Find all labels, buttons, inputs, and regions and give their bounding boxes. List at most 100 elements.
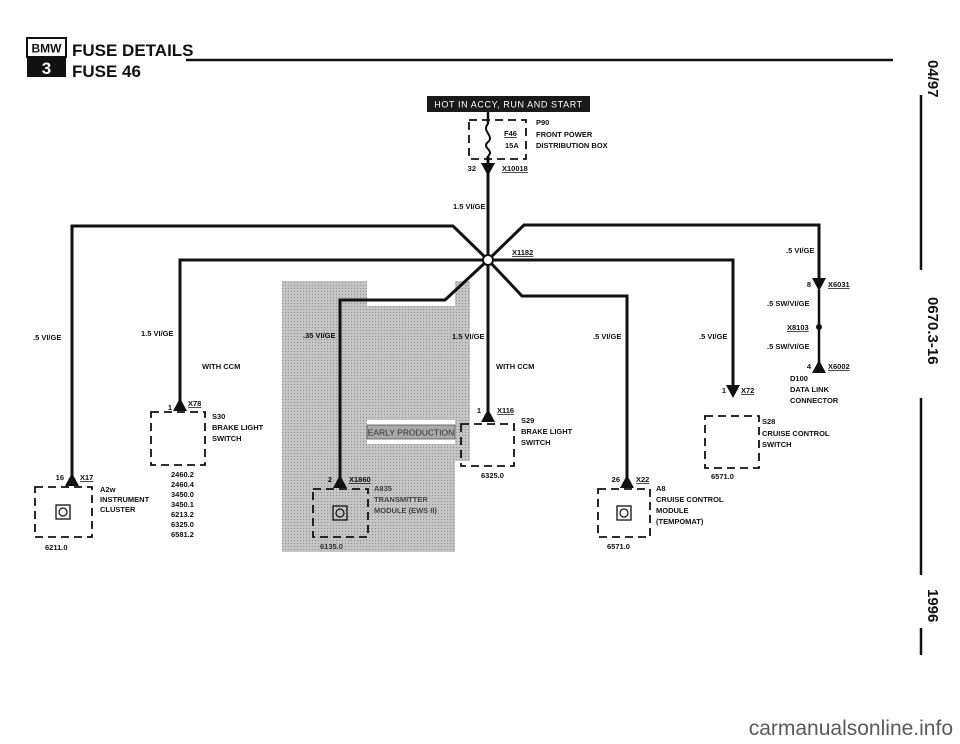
s28-ref: S28 — [762, 417, 775, 426]
wire-s29-label: 1.5 VI/GE — [452, 332, 485, 341]
a2w-connector: X17 — [80, 473, 93, 482]
fuse-f46: F46 15A P90 FRONT POWER DISTRIBUTION BOX… — [468, 112, 608, 176]
wire-main-label: 1.5 VI/GE — [453, 202, 486, 211]
component-a2w: 16 X17 A2w INSTRUMENT CLUSTER 6211.0 — [34, 473, 150, 552]
a8-name-1: CRUISE CONTROL — [656, 495, 724, 504]
fuse-connector: X10018 — [502, 164, 528, 173]
s28-name-1: CRUISE CONTROL — [762, 429, 830, 438]
fuse-rating: 15A — [505, 141, 519, 150]
s28-connector: X72 — [741, 386, 754, 395]
ground-icon — [616, 505, 632, 521]
splice-label: X1182 — [512, 248, 533, 257]
power-bar — [427, 96, 590, 112]
ews-name-1: TRANSMITTER — [374, 495, 428, 504]
a2w-name-2: CLUSTER — [100, 505, 136, 514]
x8103-connector: X8103 — [787, 323, 809, 332]
wire-ews-label: .35 VI/GE — [303, 331, 336, 340]
x6031-pin: 8 — [807, 280, 811, 289]
splice-x1182 — [482, 254, 494, 266]
s29-note: WITH CCM — [496, 362, 534, 371]
s30-connector: X78 — [188, 399, 201, 408]
s30-page-ref: 2460.2 — [171, 470, 194, 479]
s28-name-2: SWITCH — [762, 440, 792, 449]
component-ews: EARLY PRODUCTION 2 X1860 A835 TRANSMITTE… — [312, 424, 456, 551]
s30-page-ref: 6581.2 — [171, 530, 194, 539]
a8-ref: A8 — [656, 484, 666, 493]
power-bar-label: HOT IN ACCY, RUN AND START — [434, 100, 582, 110]
bmw-3-logo: BMW 3 — [26, 37, 67, 78]
logo-series-digit: 3 — [42, 59, 51, 78]
page-title: FUSE DETAILS — [72, 41, 194, 60]
d100-name-1: DATA LINK — [790, 385, 830, 394]
side-strip: 04/97 0670.3-16 1996 — [919, 60, 941, 655]
s30-name-1: BRAKE LIGHT — [212, 423, 264, 432]
s30-name-2: SWITCH — [212, 434, 242, 443]
x6031-connector: X6031 — [828, 280, 850, 289]
s30-page-ref: 6213.2 — [171, 510, 194, 519]
wire-s28-label: .5 VI/GE — [699, 332, 727, 341]
fuse-pin: 32 — [468, 164, 476, 173]
s30-page-ref: 2460.4 — [171, 480, 195, 489]
a2w-page: 6211.0 — [45, 543, 68, 552]
wire-sw2-label: .5 SW/VI/GE — [767, 342, 810, 351]
wire-a8-label: .5 VI/GE — [593, 332, 621, 341]
a2w-name-1: INSTRUMENT — [100, 495, 150, 504]
logo-text: BMW — [32, 42, 63, 56]
s29-name-1: BRAKE LIGHT — [521, 427, 573, 436]
s28-page: 6571.0 — [711, 472, 734, 481]
s30-note: WITH CCM — [202, 362, 240, 371]
page-subtitle: FUSE 46 — [72, 62, 141, 81]
s29-name-2: SWITCH — [521, 438, 551, 447]
x6002-connector: X6002 — [828, 362, 850, 371]
a8-pin: 26 — [612, 475, 620, 484]
ews-name-2: MODULE (EWS II) — [374, 506, 437, 515]
s29-page: 6325.0 — [481, 471, 504, 480]
fuse-box-ref: P90 — [536, 118, 549, 127]
wire-harness — [70, 156, 821, 484]
component-d100: 8 X6031 X8103 4 X6002 D100 DATA LINK CON… — [787, 278, 850, 405]
s30-page-ref: 6325.0 — [171, 520, 194, 529]
a8-name-3: (TEMPOMAT) — [656, 517, 704, 526]
fuse-box-name-2: DISTRIBUTION BOX — [536, 141, 608, 150]
ews-pin: 2 — [328, 475, 332, 484]
component-a8: 26 X22 A8 CRUISE CONTROL MODULE (TEMPOMA… — [597, 475, 724, 551]
wire-left-label: .5 VI/GE — [33, 333, 61, 342]
watermark: carmanualsonline.info — [749, 717, 953, 740]
a8-name-2: MODULE — [656, 506, 689, 515]
a8-connector: X22 — [636, 475, 649, 484]
a8-page: 6571.0 — [607, 542, 630, 551]
s29-ref: S29 — [521, 416, 534, 425]
s29-pin: 1 — [477, 406, 481, 415]
ground-icon — [55, 504, 71, 520]
early-production-shading — [282, 281, 470, 552]
s30-ref: S30 — [212, 412, 225, 421]
s29-connector: X116 — [497, 406, 514, 415]
fuse-ref: F46 — [504, 129, 517, 138]
s30-page-ref: 3450.1 — [171, 500, 194, 509]
ground-icon — [332, 505, 348, 521]
s28-pin: 1 — [722, 386, 726, 395]
wire-sw1-label: .5 SW/VI/GE — [767, 299, 810, 308]
component-s30: WITH CCM 1 X78 S30 BRAKE LIGHT SWITCH 24… — [150, 362, 264, 539]
fuse-box-name-1: FRONT POWER — [536, 130, 593, 139]
ews-connector: X1860 — [349, 475, 371, 484]
x6002-pin: 4 — [807, 362, 812, 371]
s30-pin: 1 — [168, 403, 172, 412]
d100-ref: D100 — [790, 374, 808, 383]
s30-page-ref: 3450.0 — [171, 490, 194, 499]
side-page-code: 0670.3-16 — [924, 297, 941, 365]
ews-page: 6135.0 — [320, 542, 343, 551]
ews-ref: A835 — [374, 484, 392, 493]
wire-s30-label: 1.5 VI/GE — [141, 329, 174, 338]
component-s28: 1 X72 S28 CRUISE CONTROL SWITCH 6571.0 — [704, 385, 830, 481]
side-date: 04/97 — [924, 60, 941, 98]
ews-early-production-label: EARLY PRODUCTION — [368, 428, 455, 438]
component-s29: WITH CCM 1 X116 S29 BRAKE LIGHT SWITCH 6… — [460, 362, 573, 480]
d100-name-2: CONNECTOR — [790, 396, 839, 405]
wire-right-label: .5 VI/GE — [786, 246, 814, 255]
a2w-ref: A2w — [100, 485, 116, 494]
side-year: 1996 — [924, 589, 941, 622]
a2w-pin: 16 — [56, 473, 64, 482]
